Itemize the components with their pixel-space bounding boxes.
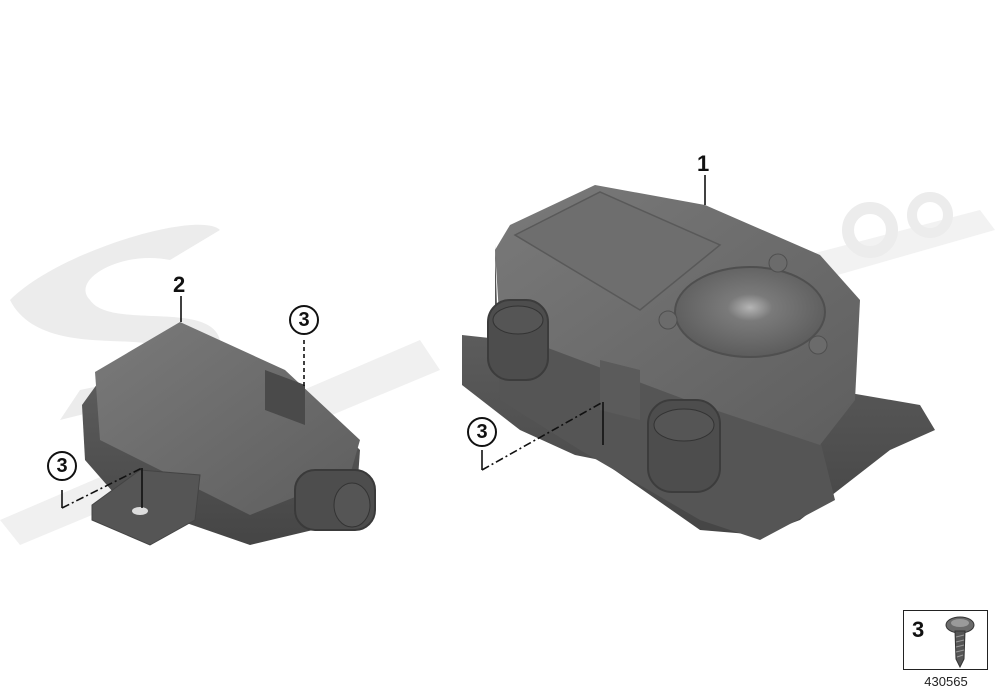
legend-item-number: 3	[912, 617, 925, 642]
diagram-code: 430565	[924, 674, 968, 689]
screw-icon	[945, 616, 975, 669]
leader-lines	[61, 175, 706, 509]
callout-screw-top[interactable]: 3	[289, 305, 319, 335]
part-1-module[interactable]	[462, 185, 935, 540]
part-2-module[interactable]	[82, 322, 376, 546]
callout-part-1[interactable]: 1	[697, 151, 710, 176]
parts-legend-box: 3	[903, 610, 988, 670]
callout-part-2[interactable]: 2	[173, 272, 186, 297]
callout-screw-left[interactable]: 3	[47, 451, 77, 481]
callout-screw-center[interactable]: 3	[467, 417, 497, 447]
